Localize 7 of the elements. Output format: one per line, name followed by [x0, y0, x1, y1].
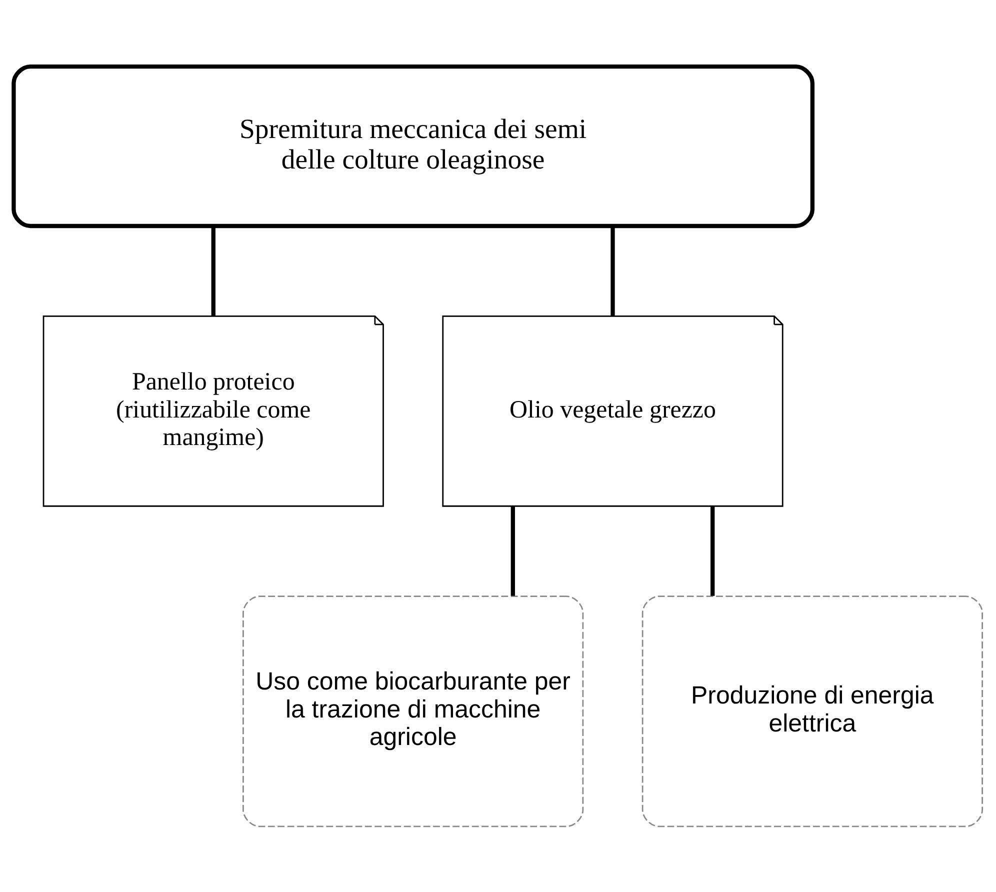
connector	[610, 226, 615, 316]
connector	[211, 226, 216, 316]
node-box: Uso come biocarburante per la trazione di macchine agricole	[242, 595, 584, 827]
node-box: Produzione di energia elettrica	[642, 595, 983, 827]
connector	[510, 506, 515, 596]
connector	[710, 506, 715, 596]
node-box: Spremitura meccanica dei semi delle colture oleaginose	[12, 64, 814, 228]
